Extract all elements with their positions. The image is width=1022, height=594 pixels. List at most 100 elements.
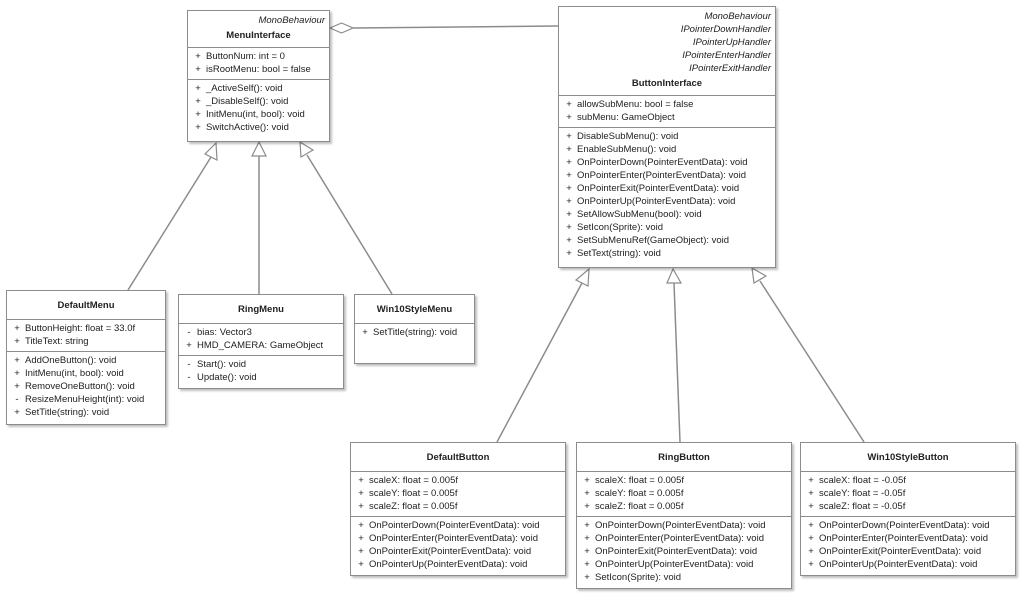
operation: +SetTitle(string): void <box>7 406 165 419</box>
visibility-marker: + <box>362 327 368 338</box>
class-menuinterface[interactable]: MonoBehaviour MenuInterface +ButtonNum: … <box>187 10 330 142</box>
operation-text: OnPointerUp(PointerEventData): void <box>577 196 736 207</box>
operation-text: OnPointerEnter(PointerEventData): void <box>595 533 764 544</box>
attribute: +scaleZ: float = -0.05f <box>801 500 1015 513</box>
attributes-compartment: +scaleX: float = -0.05f + scaleY: float =… <box>801 472 1015 516</box>
operation-text: InitMenu(int, bool): void <box>206 109 305 120</box>
visibility-marker: - <box>187 372 191 383</box>
attribute-text: ButtonHeight: float = 33.0f <box>25 323 136 334</box>
class-defaultmenu[interactable]: DefaultMenu +ButtonHeight: float = 33.0f… <box>6 290 166 425</box>
operation: + SetAllowSubMenu(bool): void <box>559 208 775 221</box>
visibility-marker: + <box>808 559 814 570</box>
class-header: Win10StyleMenu <box>355 295 474 324</box>
visibility-marker: + <box>566 222 572 233</box>
class-win10stylemenu[interactable]: Win10StyleMenu + SetTitle(string): void <box>354 294 475 364</box>
visibility-marker: + <box>566 157 572 168</box>
attribute-text: scaleY: float = -0.05f <box>819 488 906 499</box>
visibility-marker: + <box>584 572 590 583</box>
visibility-marker: + <box>358 488 364 499</box>
operation-text: OnPointerExit(PointerEventData): void <box>577 183 740 194</box>
visibility-marker: + <box>14 355 20 366</box>
operation: -ResizeMenuHeight(int): void <box>7 393 165 406</box>
operation: +AddOneButton(): void <box>7 354 165 367</box>
attribute-text: isRootMenu: bool = false <box>206 64 311 75</box>
class-ringmenu[interactable]: RingMenu -bias: Vector3 +HMD_CAMERA: Gam… <box>178 294 344 389</box>
class-buttoninterface[interactable]: MonoBehaviour IPointerDownHandler IPoint… <box>558 6 776 268</box>
class-name: RingMenu <box>238 304 284 315</box>
operations-compartment: +OnPointerDown(PointerEventData): void +… <box>351 516 565 574</box>
operation: +_DisableSelf(): void <box>188 95 329 108</box>
stereotype: MonoBehaviour <box>704 11 771 22</box>
class-name: Win10StyleButton <box>867 452 949 463</box>
visibility-marker: - <box>15 394 19 405</box>
operation: + SetIcon(Sprite): void <box>559 221 775 234</box>
visibility-marker: + <box>808 501 814 512</box>
attribute: +isRootMenu: bool = false <box>188 63 329 76</box>
visibility-marker: + <box>358 475 364 486</box>
stereotype: MonoBehaviour <box>258 15 325 26</box>
visibility-marker: + <box>358 520 364 531</box>
attribute: +subMenu: GameObject <box>559 111 775 124</box>
operation-text: SetText(string): void <box>577 248 661 259</box>
operation-text: OnPointerUp(PointerEventData): void <box>369 559 528 570</box>
class-header: RingButton <box>577 443 791 472</box>
class-ringbutton[interactable]: RingButton +scaleX: float = 0.005f +scal… <box>576 442 792 589</box>
operation: -Update(): void <box>179 371 343 384</box>
stereotype: IPointerUpHandler <box>692 37 771 48</box>
visibility-marker: + <box>584 475 590 486</box>
generalization-arrowhead <box>666 267 683 284</box>
operation: +OnPointerDown(PointerEventData): void <box>351 519 565 532</box>
class-name: ButtonInterface <box>631 78 703 89</box>
operation: +_ActiveSelf(): void <box>188 82 329 95</box>
visibility-marker: + <box>566 209 572 220</box>
operation-text: SetAllowSubMenu(bool): void <box>577 209 702 220</box>
operation: +OnPointerDown(PointerEventData): void <box>577 519 791 532</box>
attributes-compartment: +ButtonHeight: float = 33.0f +TitleText:… <box>7 320 165 351</box>
aggregation-diamond <box>328 22 355 34</box>
class-header: MonoBehaviour IPointerDownHandler IPoint… <box>559 7 775 96</box>
visibility-marker: - <box>187 327 191 338</box>
class-win10stylebutton[interactable]: Win10StyleButton +scaleX: float = -0.05f… <box>800 442 1016 576</box>
attribute-text: HMD_CAMERA: GameObject <box>197 340 324 351</box>
attribute-text: scaleX: float = 0.005f <box>369 475 458 486</box>
visibility-marker: + <box>195 122 201 133</box>
operation: +DisableSubMenu(): void <box>559 130 775 143</box>
attributes-compartment: +ButtonNum: int = 0 +isRootMenu: bool = … <box>188 48 329 79</box>
generalization-win10stylemenu <box>299 140 393 295</box>
attribute-text: bias: Vector3 <box>197 327 252 338</box>
attribute: +allowSubMenu: bool = false <box>559 98 775 111</box>
visibility-marker: + <box>566 170 572 181</box>
visibility-marker: + <box>584 520 590 531</box>
operation: +OnPointerEnter(PointerEventData): void <box>577 532 791 545</box>
visibility-marker: + <box>808 533 814 544</box>
stereotype-list: MonoBehaviour <box>192 14 325 27</box>
attribute-text: TitleText: string <box>25 336 89 347</box>
operation-text: SetIcon(Sprite): void <box>577 222 664 233</box>
operation: +OnPointerExit(PointerEventData): void <box>577 545 791 558</box>
visibility-marker: + <box>14 336 20 347</box>
stereotype-list: MonoBehaviour IPointerDownHandler IPoint… <box>563 10 771 75</box>
visibility-marker: + <box>358 533 364 544</box>
generalization-arrowhead <box>299 140 315 159</box>
operation-text: SetSubMenuRef(GameObject): void <box>577 235 730 246</box>
visibility-marker: + <box>566 131 572 142</box>
operation-text: SetTitle(string): void <box>373 327 458 338</box>
attribute: -bias: Vector3 <box>179 326 343 339</box>
operation: + SetText(string): void <box>559 247 775 260</box>
operation: +OnPointerUp(PointerEventData): void <box>559 195 775 208</box>
class-name: DefaultButton <box>426 452 490 463</box>
operation-text: OnPointerUp(PointerEventData): void <box>819 559 978 570</box>
attributes-compartment: +allowSubMenu: bool = false +subMenu: Ga… <box>559 96 775 127</box>
class-header: RingMenu <box>179 295 343 324</box>
operation: +OnPointerEnter(PointerEventData): void <box>559 169 775 182</box>
generalization-arrowhead <box>203 141 218 162</box>
class-header: MonoBehaviour MenuInterface <box>188 11 329 48</box>
class-defaultbutton[interactable]: DefaultButton +scaleX: float = 0.005f +s… <box>350 442 566 576</box>
operation: +RemoveOneButton(): void <box>7 380 165 393</box>
generalization-defaultmenu <box>127 141 218 291</box>
attribute: +scaleX: float = -0.05f <box>801 474 1015 487</box>
generalization-ringbutton <box>666 267 683 443</box>
class-name: RingButton <box>658 452 710 463</box>
visibility-marker: + <box>566 248 572 259</box>
